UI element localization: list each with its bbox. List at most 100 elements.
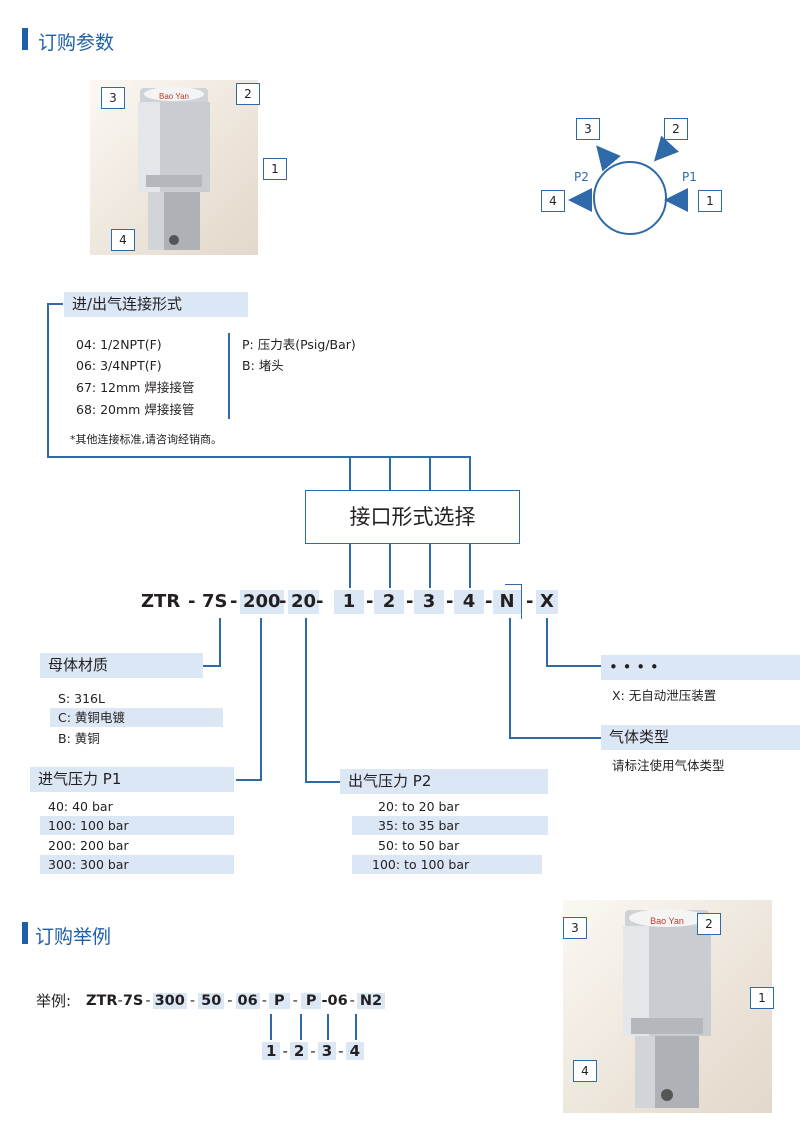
inlet-pressure-title: 进气压力 P1: [30, 767, 234, 792]
tick: [389, 544, 391, 588]
ex-part: -: [227, 993, 233, 1009]
diagram-port-3: 3: [576, 118, 600, 140]
tick: [349, 456, 351, 490]
example-sub: 1-2-3-4: [262, 1040, 365, 1062]
connector-line: [509, 618, 511, 738]
diagram-port-4: 4: [541, 190, 565, 212]
ex-sub: 2: [289, 1042, 309, 1060]
ex-part: 50: [198, 993, 225, 1009]
mark-1: 1: [750, 987, 774, 1009]
cap-label-2: Bao Yan: [650, 916, 684, 926]
inlet-item: 40: 40 bar: [48, 799, 113, 814]
p2-label: P2: [574, 170, 589, 184]
section-title-ordering-params: 订购参数: [38, 32, 115, 54]
connector-line: [260, 618, 262, 780]
product-photo: Bao Yan: [90, 80, 258, 255]
code-bracket: [505, 584, 522, 619]
connector-line: [546, 665, 601, 667]
ex-part: -: [117, 993, 123, 1009]
ex-part: -: [292, 993, 298, 1009]
connection-option: P: 压力表(Psig/Bar): [242, 337, 356, 352]
ex-part: P: [300, 993, 322, 1009]
code-dash: -: [279, 591, 287, 612]
ex-part: N2: [356, 993, 386, 1009]
connection-option: B: 堵头: [242, 358, 284, 373]
cap-label: Bao Yan: [159, 92, 189, 101]
regulator-image: Bao Yan: [138, 87, 210, 250]
code-dash: -: [406, 591, 414, 612]
code-dash: -: [526, 591, 534, 612]
relief-option-desc: X: 无自动泄压装置: [612, 688, 717, 703]
section-title-ordering-example: 订购举例: [35, 926, 112, 948]
port-diagram: [568, 135, 688, 235]
ex-part: -: [261, 993, 267, 1009]
inlet-item: 200: 200 bar: [48, 838, 129, 853]
connection-item: 68: 20mm 焊接接管: [76, 402, 195, 417]
interface-box: 接口形式选择: [305, 490, 520, 544]
body-material-title: 母体材质: [40, 653, 203, 678]
ex-sub: -: [310, 1042, 316, 1060]
outlet-item: 35: to 35 bar: [352, 816, 548, 835]
material-item: B: 黄铜: [58, 731, 100, 746]
connector-line: [47, 303, 63, 305]
material-item: S: 316L: [58, 691, 105, 706]
connector-line: [355, 1014, 357, 1040]
inlet-item: 300: 300 bar: [40, 855, 234, 874]
valve-circle: [593, 161, 667, 235]
outlet-item: 100: to 100 bar: [352, 855, 542, 874]
example-code: ZTR-7S-300-50-06-P-P-06-N2: [86, 990, 386, 1012]
connector-line: [236, 779, 262, 781]
mark-3: 3: [101, 87, 125, 109]
ex-sub: -: [282, 1042, 288, 1060]
ex-part: ZTR: [86, 993, 118, 1009]
code-gas-type: N: [493, 590, 521, 614]
connection-note: *其他连接标准,请咨询经销商。: [70, 433, 222, 446]
tick: [349, 544, 351, 588]
tick: [429, 544, 431, 588]
section-marker: [22, 922, 28, 944]
connector-line: [47, 303, 49, 457]
inlet-item: 100: 100 bar: [40, 816, 234, 835]
code-7s: 7S: [202, 591, 228, 612]
code-dash: -: [188, 591, 196, 612]
regulator-image-2: Bao Yan: [623, 909, 711, 1108]
mark-2: 2: [697, 913, 721, 935]
ex-part: -: [145, 993, 151, 1009]
material-item: C: 黄铜电镀: [50, 708, 223, 727]
mark-4: 4: [573, 1060, 597, 1082]
mark-4: 4: [111, 229, 135, 251]
tick: [469, 544, 471, 588]
section-marker: [22, 28, 28, 50]
outlet-item: 20: to 20 bar: [378, 799, 460, 814]
mark-1: 1: [263, 158, 287, 180]
ex-part: -: [189, 993, 196, 1009]
outlet-pressure-title: 出气压力 P2: [340, 769, 548, 794]
code-outlet-pressure: 20: [288, 590, 320, 614]
ex-sub: 4: [345, 1042, 365, 1060]
code-dash: -: [366, 591, 374, 612]
code-port-2: 2: [374, 590, 404, 614]
diagram-port-1: 1: [698, 190, 722, 212]
ex-part: 300: [152, 993, 187, 1009]
diagram-port-2: 2: [664, 118, 688, 140]
code-port-1: 1: [334, 590, 364, 614]
ex-part: 7S: [122, 993, 144, 1009]
tick: [469, 456, 471, 490]
relief-option-dots: • • • •: [601, 655, 800, 680]
connection-item: 04: 1/2NPT(F): [76, 337, 162, 352]
code-inlet-pressure: 200: [240, 590, 284, 614]
mark-3: 3: [563, 917, 587, 939]
connector-line: [203, 665, 221, 667]
code-dash: -: [446, 591, 454, 612]
connector-line: [546, 618, 548, 666]
ex-part: P: [268, 993, 290, 1009]
code-port-3: 3: [414, 590, 444, 614]
code-dash: -: [485, 591, 493, 612]
connector-line: [47, 456, 470, 458]
ex-sub: -: [338, 1042, 344, 1060]
connection-title: 进/出气连接形式: [64, 292, 248, 317]
connector-line: [509, 737, 601, 739]
connection-item: 06: 3/4NPT(F): [76, 358, 162, 373]
example-prefix: 举例:: [36, 992, 72, 1010]
connection-item: 67: 12mm 焊接接管: [76, 380, 195, 395]
